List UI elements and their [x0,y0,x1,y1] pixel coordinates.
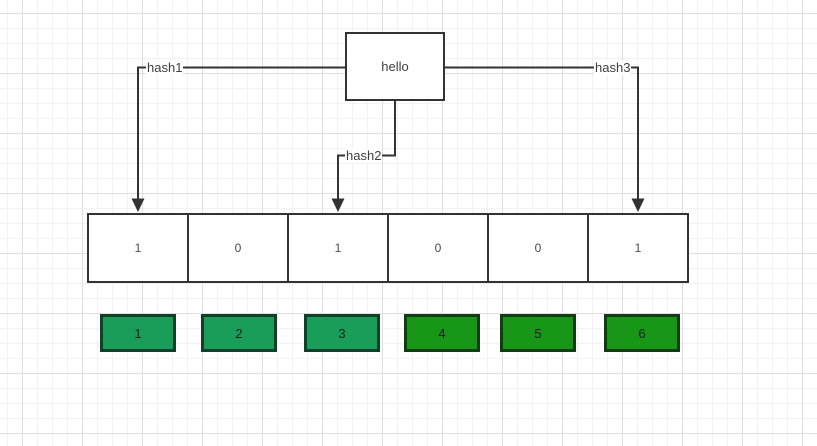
hash2-arrowhead-icon [331,198,345,212]
hash1-edge[interactable] [131,66,346,213]
hash3-arrowhead-icon [631,198,645,212]
hello-node[interactable]: hello [345,32,445,101]
index-box-2[interactable]: 2 [201,314,277,352]
index-box-6[interactable]: 6 [604,314,680,352]
edge-label-hash1[interactable]: hash1 [146,60,184,75]
bit-cell-6[interactable]: 1 [634,241,642,255]
edge-label-hash3[interactable]: hash3 [594,60,632,75]
hash3-edge[interactable] [445,66,645,213]
hello-node-label: hello [381,59,409,74]
index-box-1[interactable]: 1 [100,314,176,352]
edge-label-hash2[interactable]: hash2 [345,148,383,163]
index-box-4[interactable]: 4 [404,314,480,352]
index-box-5[interactable]: 5 [500,314,576,352]
bit-cell-5[interactable]: 0 [489,215,589,281]
hash1-arrowhead-icon [131,198,145,212]
bit-cell-4[interactable]: 0 [389,215,489,281]
bit-cell-2[interactable]: 0 [189,215,289,281]
bit-cell-3[interactable]: 1 [289,215,389,281]
index-box-3[interactable]: 3 [304,314,380,352]
bit-array[interactable]: 1 0 1 0 0 1 [87,213,689,283]
bit-cell-1[interactable]: 1 [89,215,189,281]
